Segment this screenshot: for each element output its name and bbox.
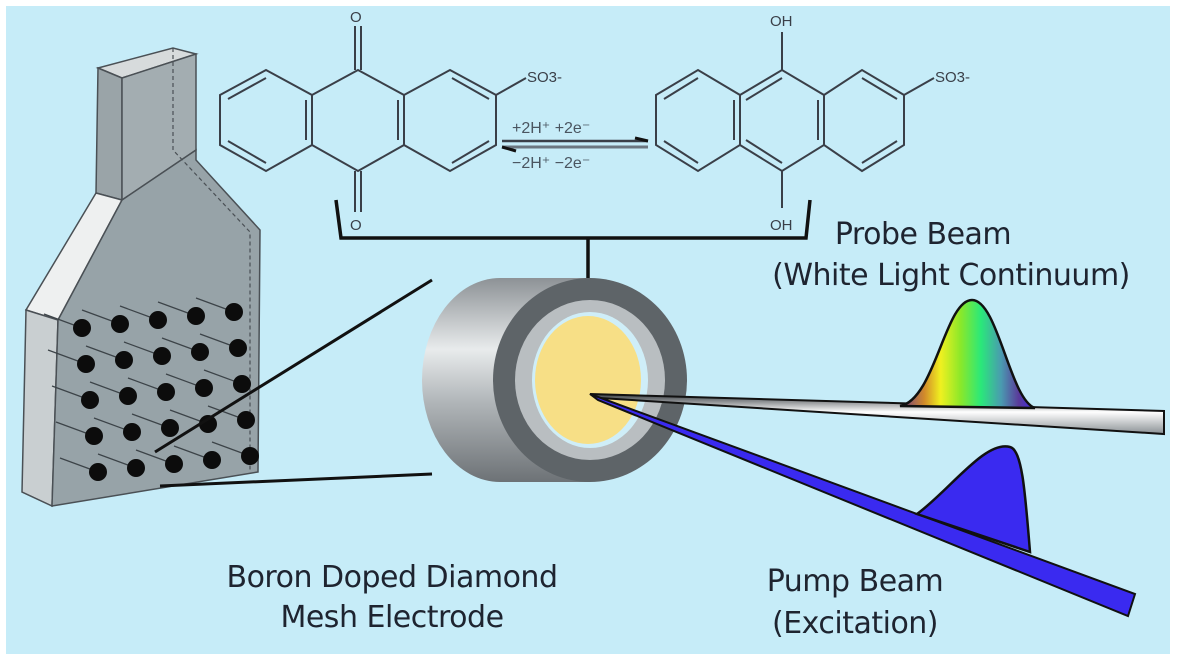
mesh-hole [81,391,99,409]
mesh-hole [153,347,171,365]
reverse-label: −2H⁺ −2e⁻ [512,155,590,172]
pump-beam [589,393,1137,618]
pump-pulse [914,445,1032,554]
mesh-hole [233,375,251,393]
pump-label-line1: Pump Beam [766,564,944,599]
forward-label: +2H⁺ +2e⁻ [512,120,590,137]
probe-spectrum [899,298,1036,410]
mesh-hole [187,307,205,325]
mesh-hole [149,311,167,329]
molecule-hydroquinone [655,32,935,208]
mesh-grid [43,297,259,481]
mesh-hole [191,343,209,361]
optical-cell [422,278,687,482]
pump-label-line2: (Excitation) [771,606,939,641]
sample-spot [535,316,641,444]
mesh-hole [199,415,217,433]
mesh-hole [165,455,183,473]
zoom-line-upper [154,278,433,454]
hydroxyl-bottom: OH [770,217,793,234]
hydroxyl-top: OH [770,13,793,30]
mesh-hole [111,315,129,333]
carbonyl-o-top: O [350,9,362,26]
zoom-line-lower [159,472,433,488]
mesh-hole [195,379,213,397]
mesh-hole [119,387,137,405]
probe-label-line1: Probe Beam [834,217,1012,252]
electrode-label-line2: Mesh Electrode [280,600,504,635]
mesh-hole [73,319,91,337]
probe-label-line2: (White Light Continuum) [772,258,1130,293]
equilibrium-arrows [501,136,649,153]
mesh-hole [241,447,259,465]
electrode-label-line1: Boron Doped Diamond [226,560,558,595]
molecule-anthraquinone [219,26,527,212]
mesh-hole [77,355,95,373]
mesh-hole [127,459,145,477]
reactant-sulfonate: SO3- [527,69,562,86]
mesh-hole [89,463,107,481]
mesh-hole [161,419,179,437]
mesh-hole [229,339,247,357]
carbonyl-o-bottom: O [350,217,362,234]
mesh-hole [115,351,133,369]
mesh-hole [85,427,103,445]
electrode-cell [21,47,261,508]
mesh-hole [157,383,175,401]
mesh-hole [203,451,221,469]
product-sulfonate: SO3- [935,69,970,86]
mesh-hole [123,423,141,441]
mesh-hole [237,411,255,429]
mesh-hole [225,303,243,321]
